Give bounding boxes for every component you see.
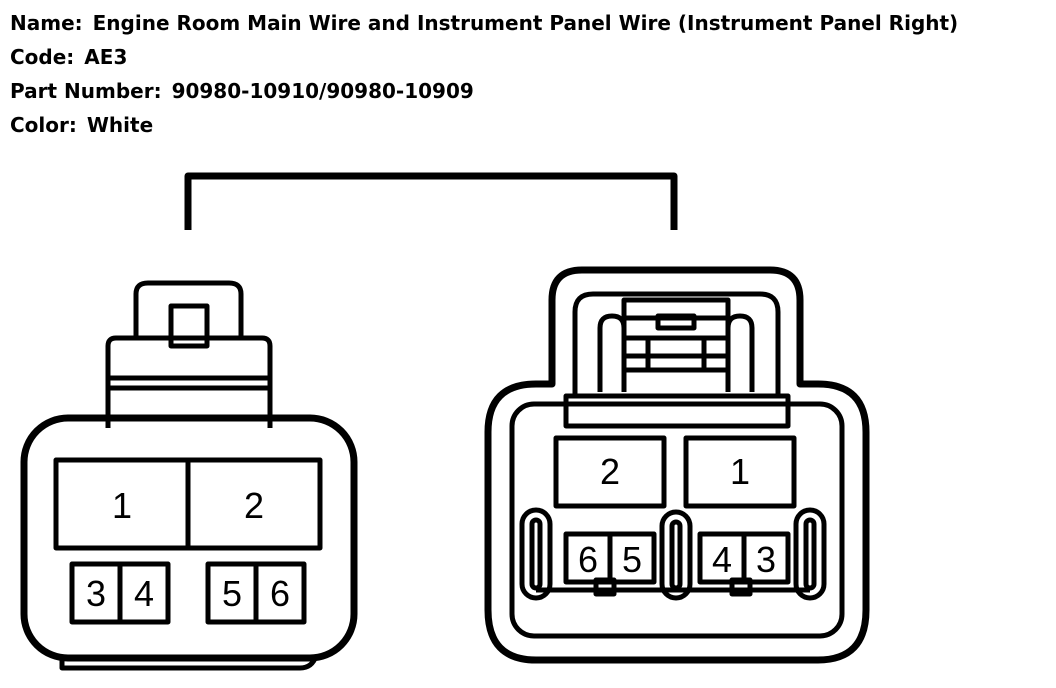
right-guide-slot-left (519, 507, 553, 601)
right-pin-6-label: 6 (578, 539, 598, 580)
right-rail-tab-right (729, 577, 753, 597)
right-pin-3-label: 3 (756, 539, 776, 580)
right-latch-column-right (725, 313, 755, 392)
right-rail-tab-left (593, 577, 617, 597)
color-value: White (86, 113, 154, 137)
right-latch-housing (621, 297, 731, 373)
part-number-row: Part Number: 90980-10910/90980-10909 (10, 74, 958, 108)
right-latch-column-left (597, 313, 627, 392)
name-value: Engine Room Main Wire and Instrument Pan… (92, 11, 959, 35)
right-guide-slot-center (659, 509, 693, 601)
right-connector-body (484, 266, 870, 664)
right-pin-2-label: 2 (600, 451, 620, 492)
left-latch-tab (133, 280, 244, 340)
right-pin-1-label: 1 (730, 451, 750, 492)
part-number-value: 90980-10910/90980-10909 (171, 79, 474, 103)
right-guide-slot-right (793, 507, 827, 601)
left-latch-window (168, 303, 210, 349)
color-row: Color: White (10, 108, 958, 142)
right-latch-notch (655, 313, 697, 331)
mating-bracket (184, 172, 678, 230)
left-pin-5-label: 5 (222, 573, 242, 614)
right-pin-4-label: 4 (712, 539, 732, 580)
left-latch-collar (105, 335, 273, 428)
code-value: AE3 (84, 45, 128, 69)
right-guide-slot-right-inner (803, 517, 817, 591)
name-row: Name: Engine Room Main Wire and Instrumen… (10, 6, 958, 40)
color-label: Color: (10, 113, 77, 137)
connector-info: Name: Engine Room Main Wire and Instrumen… (10, 6, 958, 142)
right-guide-slot-left-inner (529, 517, 543, 591)
right-large-cavity-2 (553, 435, 667, 509)
left-pin-6-label: 6 (270, 573, 290, 614)
part-number-label: Part Number: (10, 79, 162, 103)
code-row: Code: AE3 (10, 40, 958, 74)
left-pin-2-label: 2 (244, 485, 264, 526)
right-large-cavity-1 (683, 435, 797, 509)
right-pin-5-label: 5 (622, 539, 642, 580)
left-pin-3-label: 3 (86, 573, 106, 614)
left-connector-body (20, 414, 358, 662)
right-connector: 2 1 6 5 4 3 (484, 266, 870, 664)
name-label: Name: (10, 11, 83, 35)
right-guide-slot-center-inner (669, 519, 683, 591)
right-inner-frame (509, 401, 845, 639)
left-bottom-lip (59, 655, 319, 671)
left-pin-1-label: 1 (112, 485, 132, 526)
left-pin-4-label: 4 (134, 573, 154, 614)
right-hood-outline (572, 291, 781, 394)
code-label: Code: (10, 45, 75, 69)
right-lock-bar (563, 393, 791, 429)
left-connector: 1 2 3 4 5 6 (20, 280, 358, 671)
